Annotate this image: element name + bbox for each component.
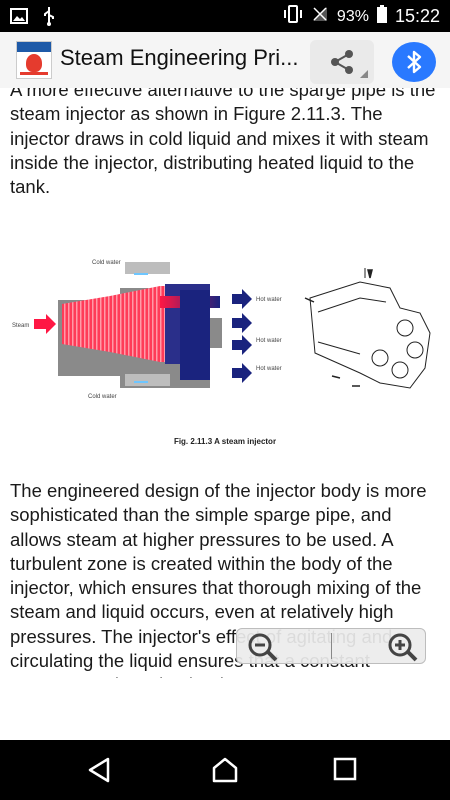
app-toolbar: Steam Engineering Pri...	[0, 32, 450, 89]
back-button[interactable]	[86, 756, 116, 786]
home-icon	[212, 757, 238, 783]
battery-icon	[376, 5, 387, 28]
hot-water-arrow-4	[232, 363, 252, 383]
label-cold-water-bottom: Cold water	[88, 394, 117, 400]
label-steam: Steam	[12, 323, 29, 329]
inlet-top	[125, 262, 170, 274]
paragraph-2: The engineered design of the injector bo…	[10, 480, 427, 678]
no-signal-icon	[311, 5, 329, 28]
recents-button[interactable]	[332, 756, 362, 786]
zoom-out-button[interactable]	[239, 631, 329, 662]
label-hot-water-3: Hot water	[256, 366, 282, 372]
bluetooth-button[interactable]	[392, 42, 436, 82]
steam-cone	[62, 286, 165, 362]
bluetooth-icon	[407, 50, 422, 74]
app-logo	[16, 41, 52, 79]
article-content[interactable]: A more effective alternative to the spar…	[0, 88, 450, 678]
recents-icon	[333, 757, 357, 781]
share-button[interactable]	[310, 40, 374, 84]
system-nav-bar	[0, 740, 450, 800]
figure-caption: Fig. 2.11.3 A steam injector	[173, 437, 277, 446]
injector-line-drawing	[309, 268, 431, 389]
usb-icon	[42, 6, 56, 31]
zoom-out-icon	[248, 633, 278, 662]
paragraph-1: A more effective alternative to the spar…	[10, 88, 436, 198]
zoom-divider	[331, 633, 332, 659]
zoom-in-button[interactable]	[333, 631, 423, 662]
label-cold-water-top: Cold water	[92, 260, 121, 266]
hot-water-arrow-1	[232, 289, 252, 309]
outlet-block	[180, 290, 210, 380]
status-bar: 93% 15:22	[0, 0, 450, 32]
zoom-controls	[236, 628, 426, 664]
home-button[interactable]	[210, 756, 240, 786]
page-title: Steam Engineering Pri...	[60, 45, 299, 70]
steam-arrow	[34, 314, 56, 334]
clock: 15:22	[394, 6, 440, 26]
label-hot-water-2: Hot water	[256, 338, 282, 344]
back-icon	[88, 757, 110, 783]
vibrate-icon	[283, 5, 303, 28]
zoom-in-icon	[388, 633, 418, 662]
hot-water-arrow-2	[232, 313, 252, 333]
label-hot-water-1: Hot water	[256, 297, 282, 303]
image-notification-icon	[10, 8, 28, 29]
share-icon	[331, 50, 353, 74]
inlet-bottom	[125, 374, 170, 386]
steam-injector-figure: Cold water Cold water Steam Hot water Ho…	[12, 260, 431, 400]
hot-water-arrow-3	[232, 335, 252, 355]
battery-percent: 93%	[336, 7, 369, 25]
